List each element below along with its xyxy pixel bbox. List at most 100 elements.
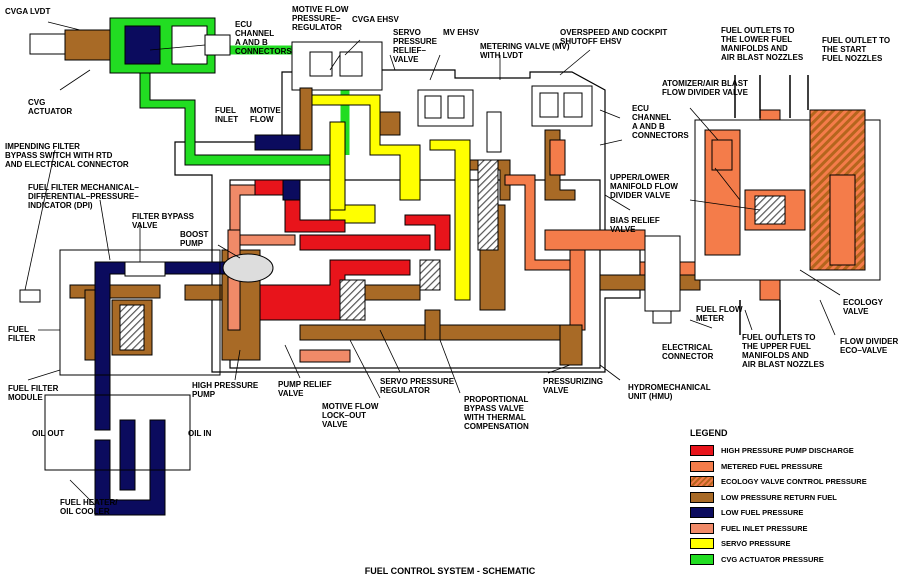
label-line: MODULE (8, 393, 43, 402)
valves (424, 159, 583, 366)
label-line: METER (696, 314, 724, 323)
label-line: PRESSURE– (292, 14, 341, 23)
label-line: CHANNEL (235, 29, 275, 38)
label-line: MANIFOLD FLOW (610, 182, 678, 191)
label-line: FUEL (215, 106, 236, 115)
legend-item: FUEL INLET PRESSURE (690, 521, 890, 537)
legend-item: SERVO PRESSURE (690, 536, 890, 552)
label-line: FUEL FLOW (696, 305, 743, 314)
label-cvga-lvdt: CVGA LVDT (5, 7, 51, 16)
label-line: FUEL (8, 325, 29, 334)
label-metering-valve: METERING VALVE (MV)WITH LVDT (480, 42, 569, 60)
legend-label: HIGH PRESSURE PUMP DISCHARGE (721, 446, 854, 456)
label-heater: FUEL HEATER/OIL COOLER (60, 498, 117, 516)
label-line: VALVE (278, 389, 304, 398)
label-line: IMPENDING FILTER (5, 142, 80, 151)
label-line: CONNECTORS (632, 131, 689, 140)
label-line: A AND B (235, 38, 268, 47)
label-line: REGULATOR (292, 23, 342, 32)
legend-swatch (690, 476, 714, 488)
label-line: SERVO PRESSURE (380, 377, 455, 386)
legend-label: LOW FUEL PRESSURE (721, 508, 804, 518)
label-line: UPPER/LOWER (610, 173, 670, 182)
legend-label: CVG ACTUATOR PRESSURE (721, 554, 824, 564)
label-line: AIR BLAST NOZZLES (742, 360, 825, 369)
label-line: PUMP (180, 239, 204, 248)
boost-pump (222, 253, 274, 283)
label-line: ECU (632, 104, 649, 113)
label-line: DIVIDER VALVE (610, 191, 671, 200)
legend-swatch (690, 538, 714, 550)
label-line: DIFFERENTIAL–PRESSURE– (28, 192, 139, 201)
label-line: PROPORTIONAL (464, 395, 529, 404)
legend-item: HIGH PRESSURE PUMP DISCHARGE (690, 443, 890, 459)
label-line: BOOST (180, 230, 209, 239)
label-line: BIAS RELIEF (610, 216, 660, 225)
label-line: INDICATOR (DPI) (28, 201, 93, 210)
label-line: PUMP (192, 390, 216, 399)
label-line: INLET (215, 115, 239, 124)
label-line: CONNECTORS (235, 47, 292, 56)
legend-label: LOW PRESSURE RETURN FUEL (721, 492, 837, 502)
label-line: AND ELECTRICAL CONNECTOR (5, 160, 129, 169)
label-line: FILTER BYPASS (132, 212, 194, 221)
label-line: ECO–VALVE (840, 346, 888, 355)
label-line: THE START (822, 45, 867, 54)
label-mv-ehsv: MV EHSV (443, 28, 480, 37)
label-line: METERING VALVE (MV) (480, 42, 570, 51)
label-line: BYPASS VALVE (464, 404, 525, 413)
legend-label: SERVO PRESSURE (721, 539, 791, 549)
legend-item: LOW FUEL PRESSURE (690, 505, 890, 521)
label-line: MOTIVE FLOW (292, 5, 349, 14)
legend-swatch (690, 507, 714, 519)
label-line: FUEL FILTER MECHANICAL– (28, 183, 139, 192)
legend-item: METERED FUEL PRESSURE (690, 459, 890, 475)
label-line: OIL COOLER (60, 507, 110, 516)
label-line: FUEL NOZZLES (822, 54, 883, 63)
label-line: CONNECTOR (662, 352, 714, 361)
label-line: VALVE (843, 307, 869, 316)
leader-lines (24, 21, 841, 506)
label-line: FILTER (8, 334, 36, 343)
label-oil-in: OIL IN (188, 429, 212, 438)
label-line: HYDROMECHANICAL (628, 383, 711, 392)
ehsv-housings (291, 41, 593, 153)
label-line: FUEL OUTLET TO (822, 36, 891, 45)
label-line: SERVO (393, 28, 421, 37)
label-cvga-ehsv: CVGA EHSV (352, 15, 399, 24)
legend-items: HIGH PRESSURE PUMP DISCHARGE METERED FUEL… (690, 443, 890, 567)
label-line: FUEL OUTLETS TO (742, 333, 816, 342)
legend-label: ECOLOGY VALVE CONTROL PRESSURE (721, 477, 867, 487)
legend-swatch (690, 553, 714, 565)
label-line: MOTIVE FLOW (322, 402, 379, 411)
legend-item: LOW PRESSURE RETURN FUEL (690, 490, 890, 506)
fuel-heater-oil-cooler (44, 394, 191, 471)
label-line: ECOLOGY (843, 298, 884, 307)
label-line: SHUTOFF EHSV (560, 37, 622, 46)
label-line: PRESSURIZING (543, 377, 604, 386)
legend-item: ECOLOGY VALVE CONTROL PRESSURE (690, 474, 890, 490)
label-line: MANIFOLDS AND (721, 44, 788, 53)
label-line: FLOW DIVIDER VALVE (662, 88, 748, 97)
